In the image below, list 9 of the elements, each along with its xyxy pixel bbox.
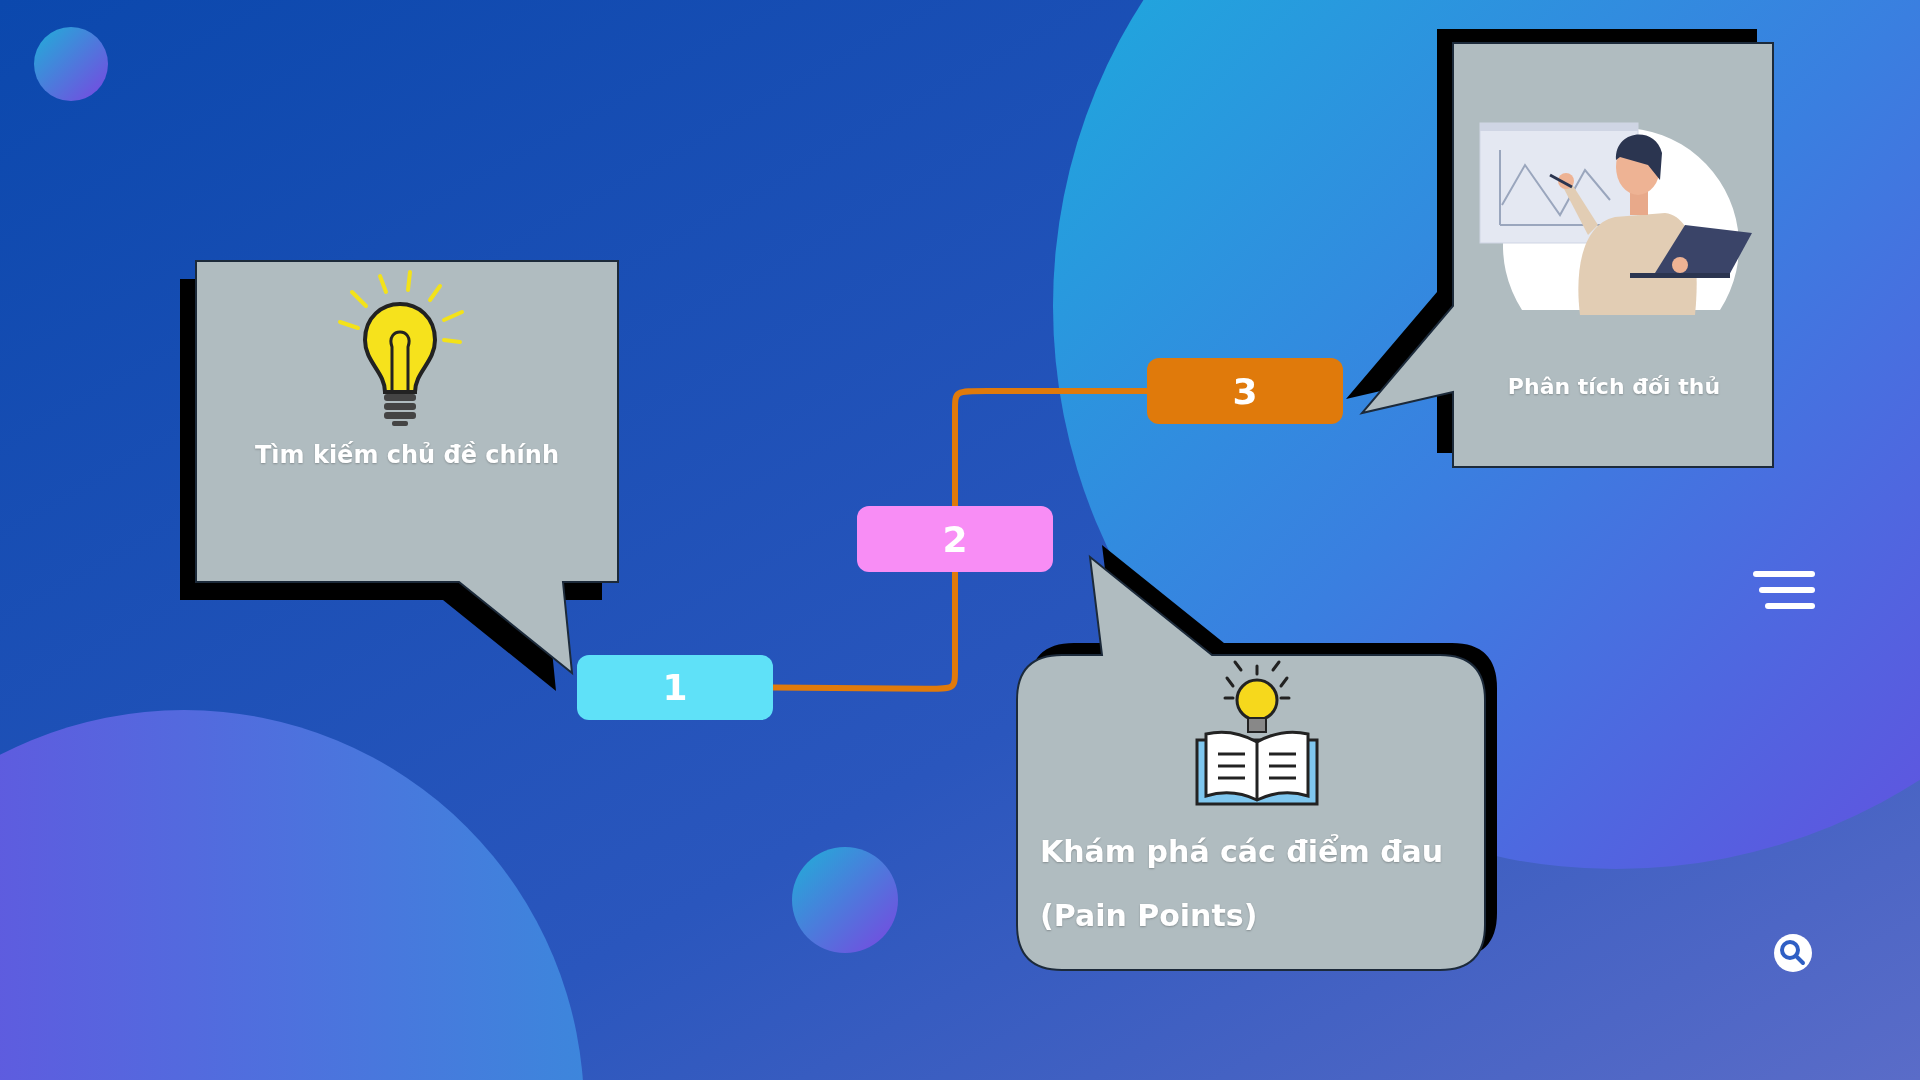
- bubble-text: Tìm kiếm chủ đề chính: [253, 440, 561, 470]
- bubble-text: Khám phá các điểm đau (Pain Points): [1040, 833, 1445, 935]
- bubble-text: Phân tích đối thủ: [1506, 373, 1722, 401]
- speech-bubble: [180, 261, 618, 691]
- speech-bubble: [1017, 543, 1497, 970]
- speech-bubble: [1346, 29, 1773, 467]
- step-number-tag: 3: [1147, 358, 1343, 424]
- step-number-tag: 1: [577, 655, 773, 720]
- step-number-tag: 2: [857, 506, 1053, 572]
